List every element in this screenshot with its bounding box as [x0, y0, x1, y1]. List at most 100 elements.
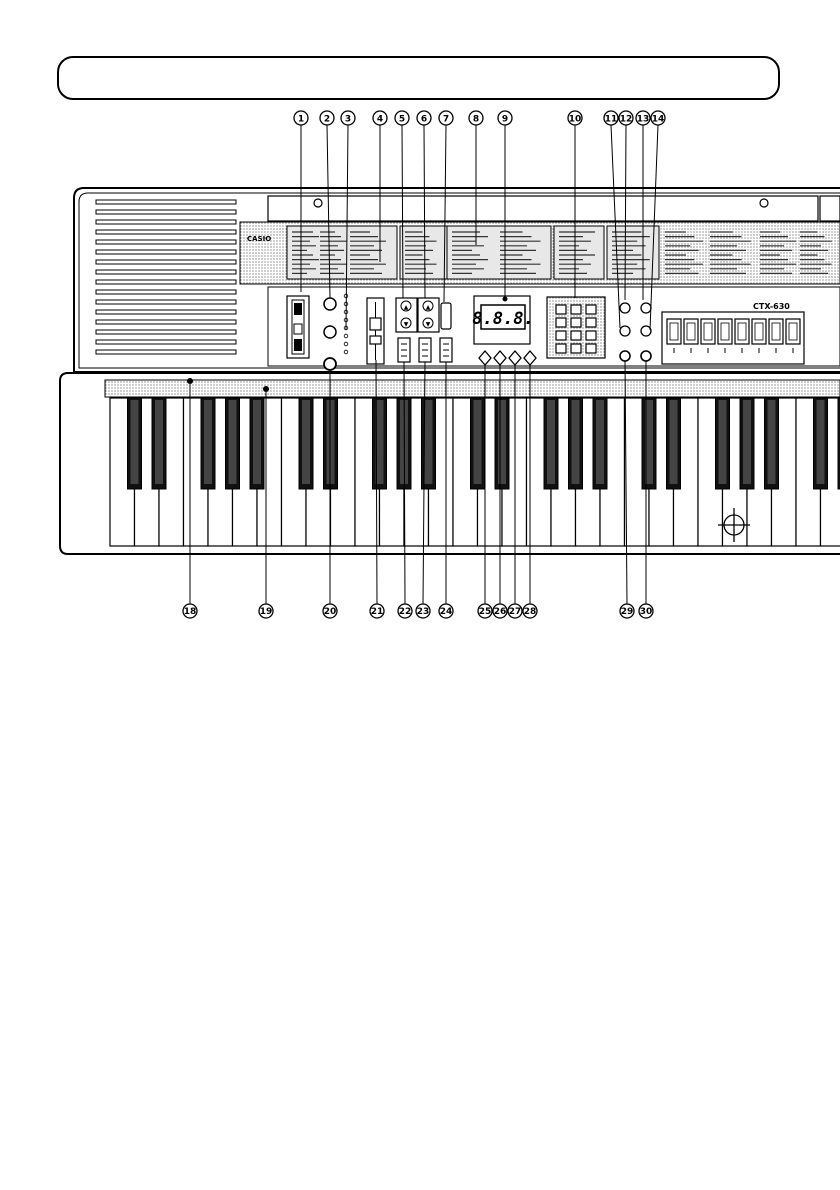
black-key-highlight	[228, 400, 237, 484]
keypad-key	[555, 343, 567, 354]
fill-in-button[interactable]	[397, 337, 411, 363]
callout-label: 5	[399, 115, 405, 125]
black-key-highlight	[498, 400, 506, 484]
leader-line	[423, 124, 426, 299]
grille-slot	[95, 289, 237, 295]
grille-slot	[95, 299, 237, 305]
top-strip	[267, 195, 840, 222]
variation-button[interactable]	[418, 337, 432, 363]
leader-line	[375, 359, 378, 605]
piano-keys[interactable]	[109, 397, 840, 547]
callout-label: 22	[399, 607, 412, 617]
black-key-highlight	[816, 400, 825, 484]
grille-slot	[95, 219, 237, 225]
keypad-key	[585, 304, 597, 315]
black-key-highlight	[155, 400, 163, 484]
leader-line	[422, 361, 426, 605]
callout-label: 2	[324, 115, 330, 125]
callout-label: 7	[443, 115, 449, 125]
tempo-up-down-buttons[interactable]: ▲ ▼	[395, 297, 418, 333]
crosshair-mark	[718, 508, 750, 542]
grille-slot	[95, 259, 237, 265]
callout-label: 24	[440, 607, 453, 617]
mode-led	[343, 333, 349, 339]
synchro-button[interactable]	[439, 337, 453, 363]
svg-text:▲: ▲	[404, 304, 409, 311]
panel-led-right	[263, 386, 269, 392]
callout-label: 18	[184, 607, 197, 617]
power-mode-switch[interactable]	[286, 295, 310, 359]
black-key-highlight	[596, 400, 604, 484]
mode-knob[interactable]	[323, 325, 337, 339]
callout-label: 4	[377, 115, 383, 125]
callout-label: 3	[345, 115, 351, 125]
black-key-highlight	[767, 400, 776, 484]
callout-label: 27	[509, 607, 522, 617]
tempo-slider[interactable]	[366, 297, 385, 365]
grille-slot	[95, 249, 237, 255]
black-key	[837, 397, 840, 490]
black-key-highlight	[473, 400, 482, 484]
callout-label: 26	[494, 607, 507, 617]
callout-label: 1	[298, 115, 304, 125]
keypad-key	[585, 330, 597, 341]
callout-label: 13	[637, 115, 650, 125]
numeric-keypad[interactable]	[546, 296, 606, 359]
grille-slot	[95, 209, 237, 215]
callout-label: 9	[502, 115, 508, 125]
black-key-highlight	[253, 400, 261, 484]
keypad-key	[570, 343, 582, 354]
black-key-highlight	[375, 400, 384, 484]
callout-label: 30	[640, 607, 653, 617]
callout-label: 10	[569, 115, 582, 125]
leader-line	[610, 124, 621, 329]
leader-line	[345, 124, 349, 331]
grille-slot	[95, 339, 237, 345]
tone-list-panel	[239, 221, 840, 285]
black-key-highlight	[669, 400, 678, 484]
screw-hole-left	[313, 198, 323, 208]
drum-pads[interactable]	[661, 311, 805, 365]
keyboard-body	[73, 187, 840, 373]
black-key-highlight	[204, 400, 212, 484]
grille-slot	[95, 279, 237, 285]
callout-label: 6	[421, 115, 427, 125]
keypad-key	[570, 317, 582, 328]
mode-led	[343, 341, 349, 347]
black-key-highlight	[743, 400, 751, 484]
black-key-highlight	[302, 400, 310, 484]
keypad-key	[555, 330, 567, 341]
callout-label: 19	[260, 607, 273, 617]
black-key-highlight	[424, 400, 433, 484]
callout-label: 21	[371, 607, 384, 617]
mode-indicator-leds	[343, 293, 349, 355]
grille-slot	[95, 319, 237, 325]
keypad-key	[585, 317, 597, 328]
svg-text:▼: ▼	[426, 321, 431, 328]
start-stop-knob[interactable]	[323, 357, 337, 371]
grille-slot	[95, 229, 237, 235]
leader-line	[443, 124, 447, 303]
display-readout: 8.8.8.	[472, 309, 533, 329]
demo-button[interactable]	[440, 302, 452, 330]
grille-slot	[95, 329, 237, 335]
select-up-down-buttons[interactable]: ▲ ▼	[417, 297, 440, 333]
black-key-highlight	[718, 400, 727, 484]
grille-slot	[95, 349, 237, 355]
callout-label: 14	[652, 115, 665, 125]
leader-line	[624, 124, 627, 301]
volume-knob[interactable]	[323, 297, 337, 311]
keypad-key	[570, 330, 582, 341]
keypad-key	[570, 304, 582, 315]
callout-label: 8	[473, 115, 479, 125]
leader-line	[401, 124, 404, 299]
screw-hole-right	[759, 198, 769, 208]
keypad-key	[555, 304, 567, 315]
leader-line	[403, 361, 406, 605]
black-key-highlight	[645, 400, 653, 484]
panel-led-left	[187, 378, 193, 384]
grille-slot	[95, 269, 237, 275]
svg-text:▼: ▼	[404, 321, 409, 328]
keypad-key	[585, 343, 597, 354]
